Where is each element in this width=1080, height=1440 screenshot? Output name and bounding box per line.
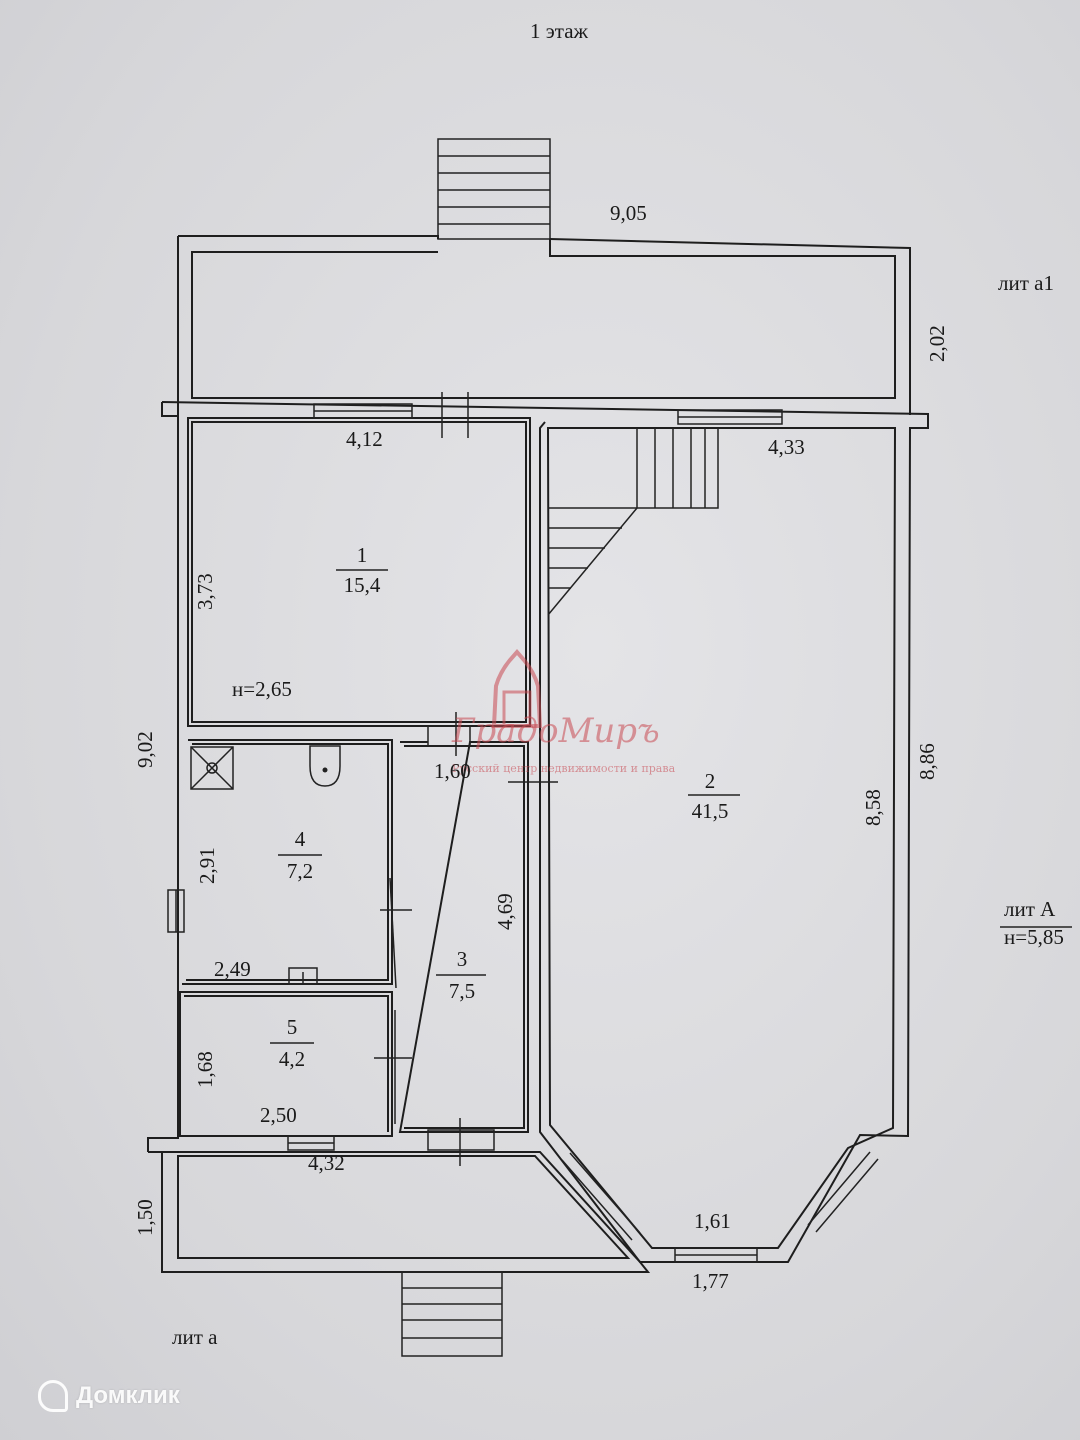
dim-bottom-depth: 1,50: [133, 1199, 157, 1236]
room-4-number: 4: [295, 827, 306, 851]
dim-top-width: 9,05: [610, 201, 647, 225]
dim-room1-height: 3,73: [193, 573, 217, 610]
dim-room3-height: 4,69: [493, 893, 517, 930]
dim-room4-height: 2,91: [195, 847, 219, 884]
room-5-number: 5: [287, 1015, 298, 1039]
bottom-stairs: [401, 1271, 503, 1357]
domclick-brand: Домклик: [76, 1382, 180, 1409]
sink-icon: [288, 967, 318, 985]
domclick-watermark: Домклик: [38, 1378, 180, 1414]
interior-stairs: [547, 428, 719, 616]
room-5-area: 4,2: [279, 1047, 305, 1071]
dim-corridor-width: 1,60: [434, 759, 471, 783]
top-porch: [177, 235, 911, 415]
window-room2-top: [677, 409, 783, 425]
label-room-height: н=2,65: [232, 677, 292, 701]
house-icon: [38, 1380, 68, 1412]
label-lit-a-upper: лит А: [1004, 897, 1056, 921]
lower-rooms-walls: [167, 712, 558, 1137]
watermark-brand: ГрадоМиръ: [451, 711, 660, 751]
room-2-area: 41,5: [692, 799, 729, 823]
fraction-bars: [270, 569, 1072, 1044]
room-1-number: 1: [357, 543, 368, 567]
label-lit-a-lower: лит а: [172, 1325, 218, 1349]
room-2-number: 2: [705, 769, 716, 793]
room-3-area: 7,5: [449, 979, 475, 1003]
dim-bottom-width: 4,32: [308, 1151, 345, 1175]
window-room1: [313, 403, 413, 419]
label-lit-a-height: н=5,85: [1004, 925, 1064, 949]
outer-walls: [147, 401, 929, 1263]
watermark-logo-icon: [491, 648, 543, 728]
watermark-tagline: Русский центр недвижимости и права: [452, 762, 676, 775]
dim-top-depth: 2,02: [925, 325, 949, 362]
label-lit-a1: лит а1: [998, 271, 1054, 295]
dim-room1-width: 4,12: [346, 427, 383, 451]
watermark: ГрадоМиръ Русский центр недвижимости и п…: [451, 648, 676, 775]
dim-bay-inner: 1,61: [694, 1209, 731, 1233]
dim-room2-top: 4,33: [768, 435, 805, 459]
dim-room2-outer: 8,86: [915, 743, 939, 780]
dim-room4-width: 2,49: [214, 957, 251, 981]
top-stairs: [437, 138, 551, 240]
toilet-icon: [309, 745, 341, 787]
dim-room5-width: 2,50: [260, 1103, 297, 1127]
room-4-area: 7,2: [287, 859, 313, 883]
bay-windows: [561, 1151, 879, 1263]
shower-icon: [190, 746, 234, 790]
room-3-number: 3: [457, 947, 468, 971]
dim-bay-outer: 1,77: [692, 1269, 729, 1293]
dim-left-total: 9,02: [133, 731, 157, 768]
door-top: [441, 392, 469, 438]
bottom-porch: [148, 1118, 651, 1273]
dim-room5-height: 1,68: [193, 1051, 217, 1088]
dim-room2-inner: 8,58: [861, 789, 885, 826]
plan-title: 1 этаж: [530, 19, 589, 43]
room-1-area: 15,4: [344, 573, 381, 597]
